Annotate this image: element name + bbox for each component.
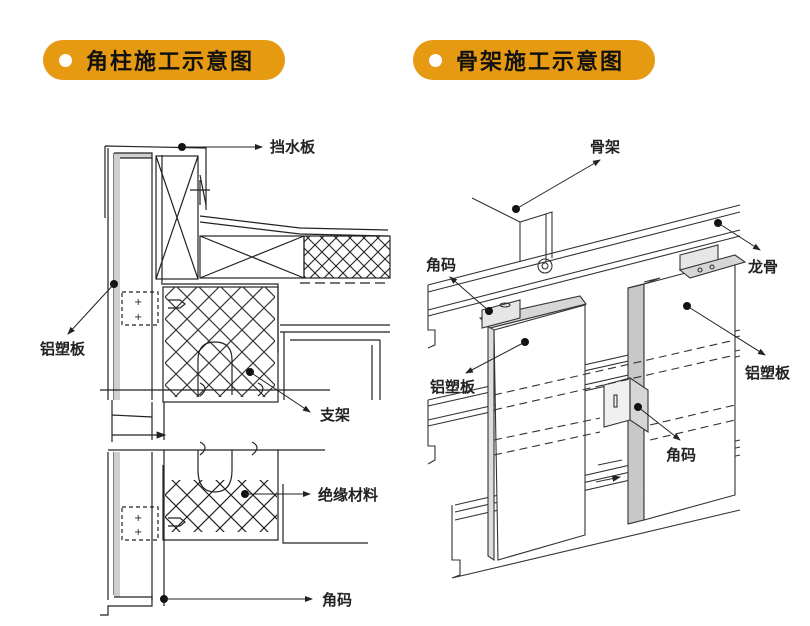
callout-keel: 龙骨 — [714, 219, 778, 276]
callout-aluminum-plastic-panel-left: 铝塑板 — [40, 280, 118, 358]
callout-corner-code-top: 角码 — [426, 256, 493, 315]
section-header-frame: 骨架施工示意图 — [413, 40, 655, 80]
label-aluminum-plastic-panel: 铝塑板 — [40, 340, 86, 358]
label-corner-code-top: 角码 — [426, 256, 456, 274]
callout-frame: 骨架 — [512, 138, 620, 213]
svg-text:+: + — [134, 513, 142, 524]
corner-column-diagram: + + + + — [100, 145, 391, 616]
label-keel: 龙骨 — [747, 258, 778, 276]
label-aluminum-plastic-panel-left: 铝塑板 — [430, 378, 476, 396]
label-aluminum-plastic-panel-right: 铝塑板 — [745, 364, 791, 382]
label-insulation-material: 绝缘材料 — [318, 486, 378, 504]
callout-water-board: 挡水板 — [178, 138, 316, 156]
wood-block — [155, 155, 199, 280]
label-frame: 骨架 — [590, 138, 620, 156]
section-title: 角柱施工示意图 — [86, 50, 255, 75]
callout-aluminum-plastic-panel-left: 铝塑板 — [430, 338, 529, 396]
panel-outer-line — [107, 148, 115, 400]
svg-text:+: + — [134, 312, 142, 323]
label-water-board: 挡水板 — [270, 138, 316, 156]
callout-corner-code-bottom: 角码 — [634, 403, 696, 464]
frame-diagram — [427, 197, 747, 579]
section-title: 骨架施工示意图 — [456, 50, 625, 75]
callout-corner-code-left: 角码 — [160, 591, 352, 609]
callout-insulation-material: 绝缘材料 — [241, 486, 378, 504]
label-bracket: 支架 — [319, 406, 350, 424]
water-board-outline — [104, 145, 207, 218]
svg-text:+: + — [134, 297, 142, 308]
label-corner-code: 角码 — [322, 591, 352, 609]
section-header-corner-column: 角柱施工示意图 — [43, 40, 285, 80]
bullet-icon — [59, 53, 72, 67]
insulation-top — [303, 235, 391, 279]
bullet-icon — [429, 53, 442, 67]
callout-aluminum-plastic-panel-right: 铝塑板 — [683, 302, 791, 382]
svg-text:+: + — [134, 527, 142, 538]
label-corner-code-bottom: 角码 — [666, 446, 696, 464]
callout-bracket: 支架 — [246, 368, 350, 424]
